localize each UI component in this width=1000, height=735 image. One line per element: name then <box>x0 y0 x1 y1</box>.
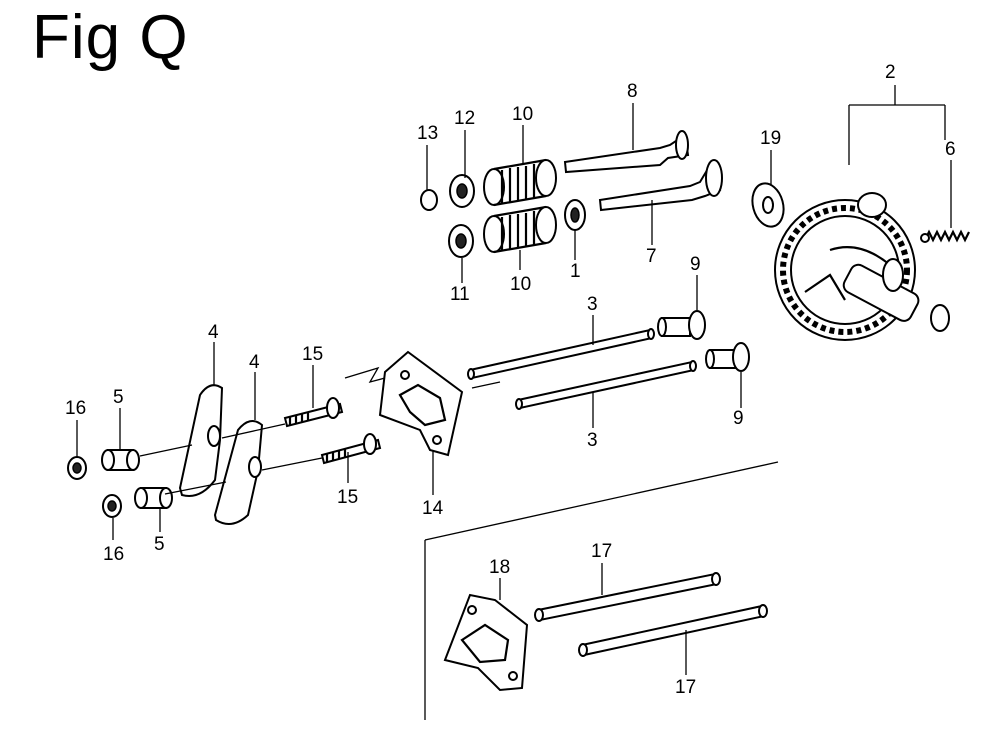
pushrod-upper <box>467 328 655 380</box>
pushrod-17-lower <box>578 604 768 657</box>
valve-spring-upper <box>483 158 557 207</box>
callout-15-upper: 15 <box>302 344 323 365</box>
pivot-lower <box>134 487 173 509</box>
callout-11: 11 <box>450 284 470 305</box>
nut-lower <box>102 494 122 518</box>
camshaft-gear <box>774 192 950 341</box>
retainer-12 <box>449 174 475 208</box>
inset-border-top <box>424 461 779 541</box>
callout-3-lower: 3 <box>587 430 598 451</box>
pushrod-17-upper <box>534 572 721 622</box>
washer-19 <box>751 182 785 228</box>
valve-7 <box>598 159 723 212</box>
rocker-arm-upper <box>178 384 224 497</box>
figure-title: Fig Q <box>32 3 189 72</box>
callout-14: 14 <box>422 498 444 519</box>
keeper-13 <box>420 189 438 211</box>
callout-17-upper: 17 <box>591 541 612 562</box>
retainer-11 <box>448 224 474 258</box>
callout-10-upper: 10 <box>512 104 533 125</box>
leader-lines <box>76 85 952 675</box>
rocker-arm-lower <box>213 420 264 525</box>
pushrod-guide-plate <box>344 350 464 457</box>
callout-13: 13 <box>417 123 438 144</box>
guide-plate-18 <box>443 593 529 692</box>
callout-16-lower: 16 <box>103 544 124 565</box>
callout-16-upper: 16 <box>65 398 86 419</box>
pushrod-lower <box>515 360 697 410</box>
callout-1: 1 <box>570 261 581 282</box>
callout-19: 19 <box>760 128 781 149</box>
lifter-upper <box>657 310 706 340</box>
callout-2: 2 <box>885 62 896 83</box>
callout-9-upper: 9 <box>690 254 701 275</box>
spring-6 <box>920 229 970 243</box>
valve-spring-lower <box>483 205 557 254</box>
callout-4-right: 4 <box>249 352 260 373</box>
callout-12: 12 <box>454 108 475 129</box>
callout-4-left: 4 <box>208 322 219 343</box>
callout-5-lower: 5 <box>154 534 165 555</box>
callout-18: 18 <box>489 557 510 578</box>
callout-8: 8 <box>627 81 638 102</box>
callout-9-lower: 9 <box>733 408 744 429</box>
callout-10-lower: 10 <box>510 274 531 295</box>
callout-15-lower: 15 <box>337 487 358 508</box>
seal-1 <box>564 199 586 231</box>
valve-8 <box>563 130 690 174</box>
lifter-lower <box>705 342 750 372</box>
callout-6: 6 <box>945 139 956 160</box>
callout-3-upper: 3 <box>587 294 598 315</box>
stud-lower <box>320 433 382 465</box>
pivot-upper <box>101 449 140 471</box>
stud-upper <box>283 397 344 428</box>
callout-17-lower: 17 <box>675 677 696 698</box>
nut-upper <box>67 456 87 480</box>
callout-7: 7 <box>646 246 657 267</box>
callout-5-upper: 5 <box>113 387 124 408</box>
